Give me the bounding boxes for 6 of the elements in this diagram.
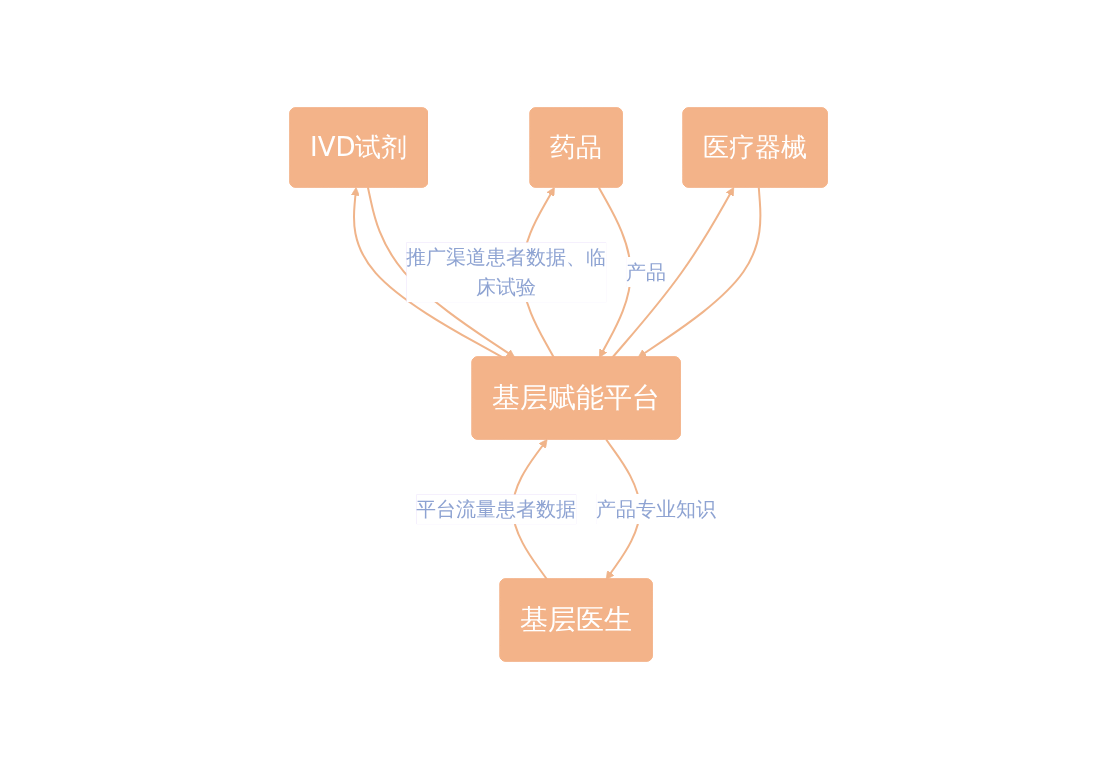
edge-label: 推广渠道患者数据、临床试验 — [406, 244, 607, 299]
arrow — [611, 186, 735, 358]
edge-label: 产品 — [626, 259, 667, 284]
edge-label: 平台流量患者数据 — [416, 496, 577, 521]
edge-label: 产品专业知识 — [596, 496, 717, 521]
arrow — [638, 186, 762, 358]
